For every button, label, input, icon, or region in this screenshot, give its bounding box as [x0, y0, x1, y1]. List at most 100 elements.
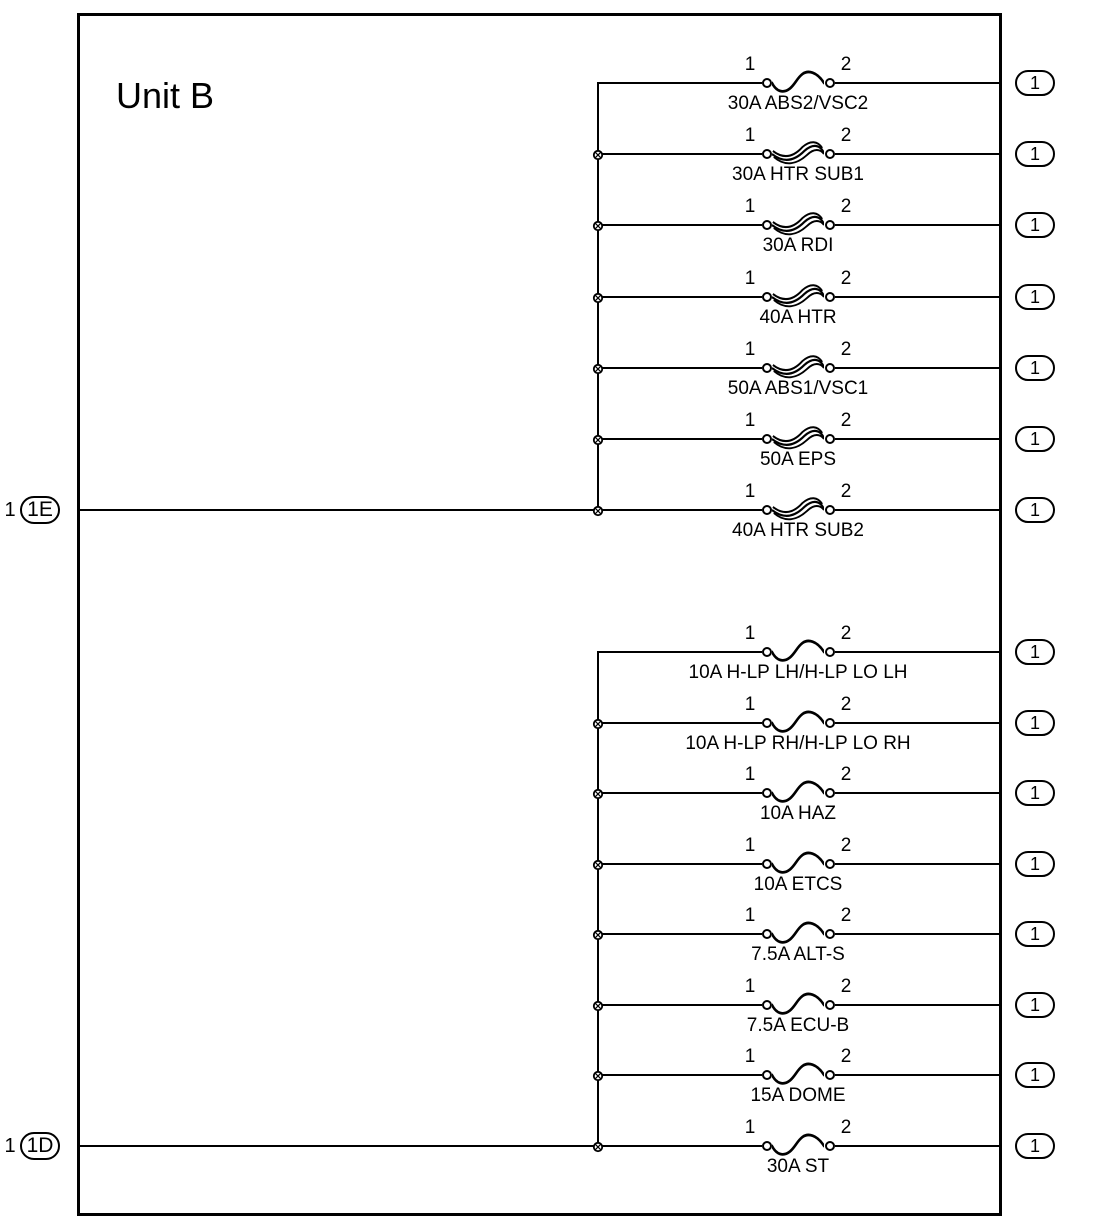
pin-number: 1 — [744, 196, 756, 217]
fuse-name: 50A ABS1/VSC1 — [727, 378, 869, 399]
fuse-symbol — [770, 1060, 826, 1090]
row-wire-left — [598, 933, 762, 935]
row-wire-left — [598, 438, 762, 440]
right-terminal: 1 — [1015, 992, 1055, 1018]
right-terminal: 1 — [1015, 851, 1055, 877]
fusible-link-symbol — [771, 424, 825, 454]
right-terminal: 1 — [1015, 212, 1055, 238]
pin-number: 2 — [840, 196, 852, 217]
fusible-link-symbol — [771, 210, 825, 240]
right-terminal: 1 — [1015, 355, 1055, 381]
junction-dot — [592, 717, 604, 730]
junction-dot — [592, 291, 604, 304]
right-terminal: 1 — [1015, 639, 1055, 665]
row-wire-right — [835, 367, 1002, 369]
fuse-name: 40A HTR SUB2 — [732, 520, 864, 541]
pin-number: 2 — [840, 410, 852, 431]
right-terminal: 1 — [1015, 426, 1055, 452]
fuse-name: 10A ETCS — [753, 874, 843, 895]
pin-number: 2 — [840, 339, 852, 360]
fusible-link-symbol — [771, 495, 825, 525]
row-wire-left — [598, 792, 762, 794]
fuse-pin — [825, 647, 835, 657]
row-wire-right — [835, 1074, 1002, 1076]
junction-dot — [592, 787, 604, 800]
junction-dot — [592, 1140, 604, 1153]
fuse-name: 7.5A ALT-S — [751, 944, 845, 965]
fuse-name: 7.5A ECU-B — [746, 1015, 850, 1036]
fuse-pin — [762, 718, 772, 728]
pin-number: 1 — [744, 1117, 756, 1138]
row-wire-right — [835, 722, 1002, 724]
right-terminal: 1 — [1015, 1062, 1055, 1088]
fuse-symbol — [770, 1131, 826, 1161]
pin-number: 1 — [744, 694, 756, 715]
pin-number: 1 — [744, 835, 756, 856]
fuse-pin — [762, 78, 772, 88]
row-wire-left — [598, 1004, 762, 1006]
row-wire-right — [835, 933, 1002, 935]
fuse-pin — [762, 434, 772, 444]
connector-wire-number: 1 — [4, 1135, 16, 1157]
fuse-pin — [762, 1070, 772, 1080]
fuse-name: 30A HTR SUB1 — [732, 164, 864, 185]
fuse-pin — [762, 363, 772, 373]
row-wire-right — [835, 296, 1002, 298]
pin-number: 1 — [744, 125, 756, 146]
row-wire-left — [598, 863, 762, 865]
fuse-pin — [762, 929, 772, 939]
pin-number: 2 — [840, 1117, 852, 1138]
bus-wire-1D — [597, 651, 599, 1147]
pin-number: 2 — [840, 481, 852, 502]
fusible-link-symbol — [771, 282, 825, 312]
fuse-symbol — [770, 637, 826, 667]
left-connector: 1E — [20, 496, 60, 524]
fuse-name: 10A H-LP RH/H-LP LO RH — [685, 733, 911, 754]
fuse-pin — [825, 859, 835, 869]
pin-number: 2 — [840, 268, 852, 289]
fuse-pin — [762, 292, 772, 302]
pin-number: 1 — [744, 764, 756, 785]
fuse-pin — [825, 78, 835, 88]
fuse-pin — [762, 859, 772, 869]
fuse-pin — [825, 363, 835, 373]
connector-wire-number: 1 — [4, 499, 16, 521]
pin-number: 2 — [840, 976, 852, 997]
pin-number: 1 — [744, 481, 756, 502]
pin-number: 2 — [840, 125, 852, 146]
row-wire-right — [835, 1004, 1002, 1006]
fuse-pin — [825, 149, 835, 159]
fuse-symbol — [770, 708, 826, 738]
fuse-pin — [762, 149, 772, 159]
fuse-name: 40A HTR — [759, 307, 837, 328]
fuse-pin — [825, 505, 835, 515]
row-wire-right — [835, 863, 1002, 865]
row-wire-left — [77, 1145, 762, 1147]
fuse-name: 10A H-LP LH/H-LP LO LH — [688, 662, 908, 683]
pin-number: 1 — [744, 905, 756, 926]
left-connector: 1D — [20, 1132, 60, 1160]
junction-dot — [592, 999, 604, 1012]
fuse-pin — [762, 505, 772, 515]
pin-number: 2 — [840, 54, 852, 75]
fuse-symbol — [770, 68, 826, 98]
row-wire-right — [835, 224, 1002, 226]
right-terminal: 1 — [1015, 1133, 1055, 1159]
junction-dot — [592, 1069, 604, 1082]
right-terminal: 1 — [1015, 497, 1055, 523]
fusible-link-symbol — [771, 353, 825, 383]
fuse-name: 10A HAZ — [759, 803, 837, 824]
pin-number: 2 — [840, 623, 852, 644]
fuse-pin — [825, 929, 835, 939]
row-wire-left — [598, 82, 762, 84]
right-terminal: 1 — [1015, 921, 1055, 947]
pin-number: 1 — [744, 339, 756, 360]
fuse-pin — [762, 788, 772, 798]
fuse-symbol — [770, 990, 826, 1020]
unit-border — [77, 13, 1002, 1216]
right-terminal: 1 — [1015, 70, 1055, 96]
row-wire-right — [835, 1145, 1002, 1147]
fuse-symbol — [770, 778, 826, 808]
right-terminal: 1 — [1015, 780, 1055, 806]
